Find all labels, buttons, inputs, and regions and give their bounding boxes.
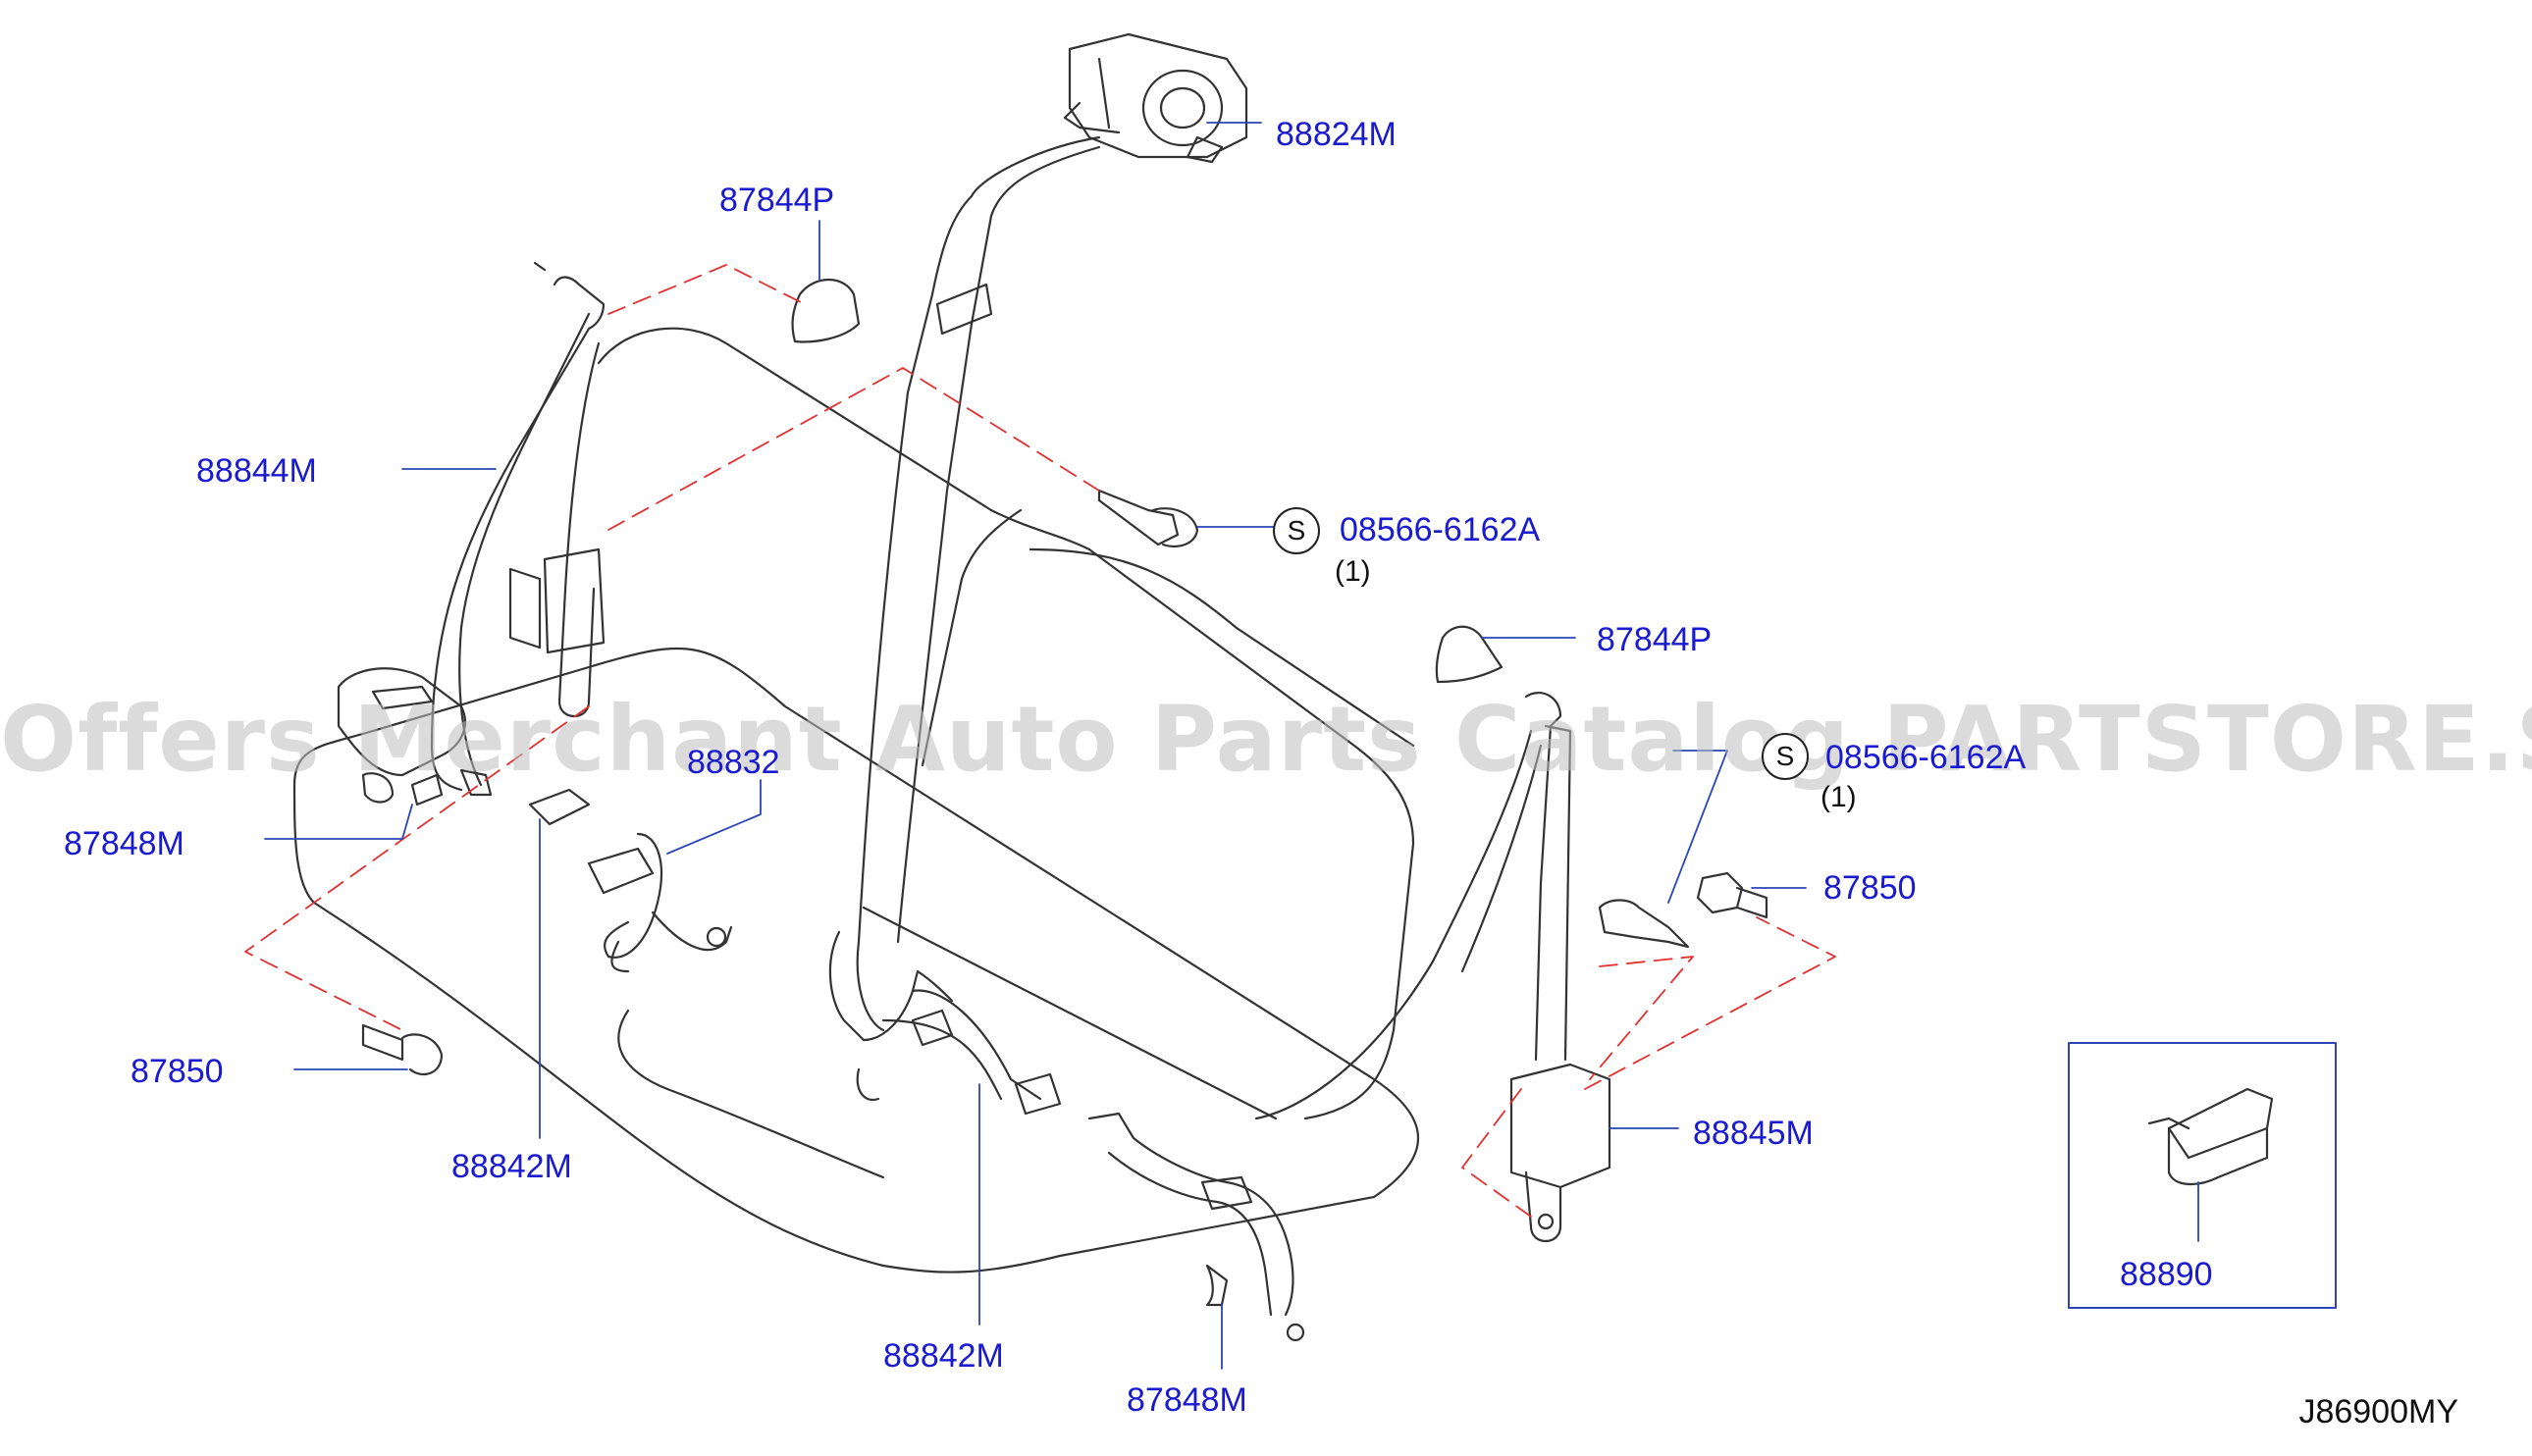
- left-lap-belt-anchor: [337, 667, 493, 806]
- s-symbol-top: S: [1273, 507, 1320, 554]
- center-shoulder-belt: [856, 135, 1101, 1032]
- bolt-87850-left: [361, 1023, 444, 1076]
- bottom-lap-belt: [1087, 1112, 1305, 1342]
- trim-cover-right: [1435, 625, 1503, 684]
- part-label-88845m[interactable]: 88845M: [1693, 1115, 1814, 1152]
- center-retractor: [1063, 32, 1248, 164]
- part-label-88842m-left[interactable]: 88842M: [451, 1148, 572, 1185]
- anchor-bolt-top: [1097, 489, 1199, 547]
- part-label-88842m-bottom[interactable]: 88842M: [883, 1337, 1004, 1375]
- diagram-reference-code: J86900MY: [2298, 1393, 2458, 1430]
- part-label-87848m-left[interactable]: 87848M: [64, 825, 185, 862]
- part-label-88844m[interactable]: 88844M: [196, 452, 317, 490]
- part-label-87850-left[interactable]: 87850: [131, 1053, 224, 1090]
- bolt-87850-right: [1696, 871, 1768, 919]
- part-label-87844p-top[interactable]: 87844P: [719, 182, 835, 219]
- part-label-08566-right[interactable]: 08566-6162A: [1825, 739, 2027, 776]
- part-label-87850-right[interactable]: 87850: [1823, 869, 1917, 907]
- inset-box-88890: [2068, 1042, 2337, 1309]
- leader-lines: [264, 122, 2199, 1370]
- part-label-87848m-bottom[interactable]: 87848M: [1127, 1381, 1247, 1419]
- qty-label-08566-top: (1): [1335, 555, 1371, 588]
- assembly-dash-lines: [244, 264, 1836, 1218]
- part-label-08566-top[interactable]: 08566-6162A: [1340, 511, 1541, 548]
- seat-cushion-outline: [292, 647, 1420, 1274]
- left-shoulder-belt: [430, 261, 606, 792]
- center-buckle: [528, 788, 733, 973]
- qty-label-08566-right: (1): [1820, 781, 1857, 813]
- trim-cover-top: [791, 279, 861, 343]
- center-lap-belt: [828, 930, 1062, 1116]
- right-shoulder-belt: [1254, 691, 1611, 1242]
- part-label-88832[interactable]: 88832: [687, 744, 780, 781]
- part-label-88824m[interactable]: 88824M: [1276, 116, 1397, 153]
- part-label-87844p-right[interactable]: 87844P: [1597, 621, 1713, 658]
- anchor-bolt-right: [1598, 899, 1690, 949]
- seat-back-outline: [597, 327, 1415, 1120]
- s-symbol-right: S: [1762, 733, 1809, 780]
- part-label-88890[interactable]: 88890: [2120, 1256, 2213, 1293]
